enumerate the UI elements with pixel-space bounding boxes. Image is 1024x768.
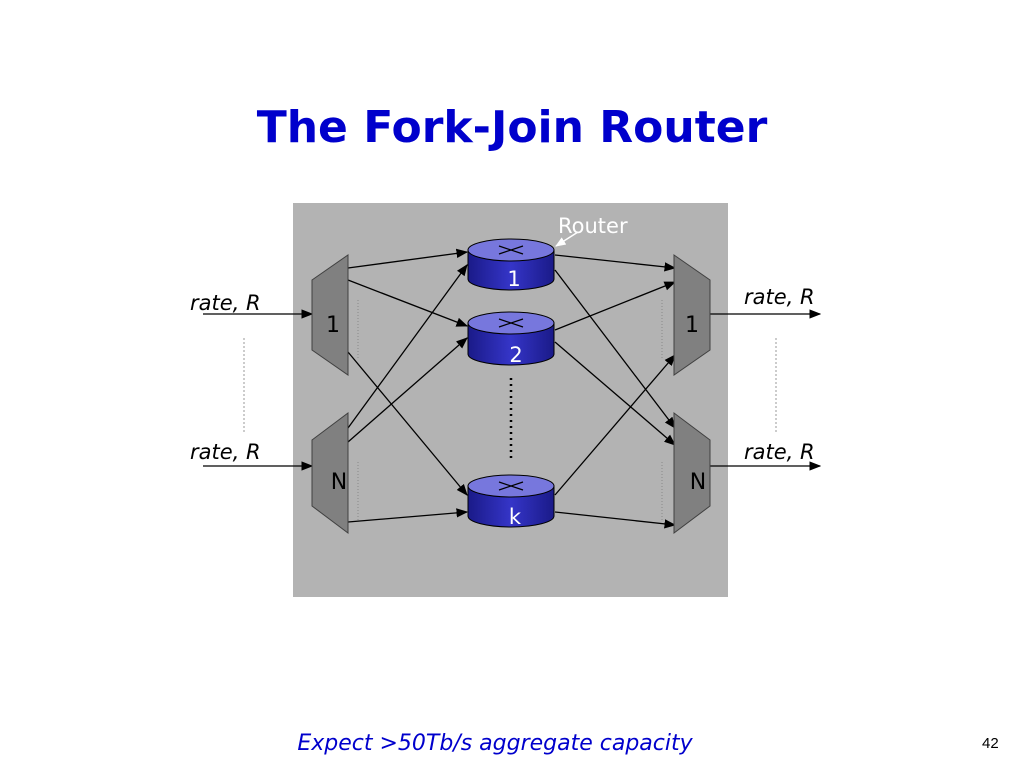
mux-1-label: 1 [685, 313, 699, 338]
router-k: k [467, 474, 555, 529]
output-n-rate-label: rate, R [744, 440, 815, 464]
router-2-label: 2 [509, 343, 522, 367]
input-n-rate-label: rate, R [190, 440, 261, 464]
router-callout-label: Router [558, 214, 628, 238]
router-1-label: 1 [507, 267, 520, 291]
page-number: 42 [982, 735, 999, 752]
router-2: 2 [467, 311, 555, 367]
router-symbol-icon [498, 318, 524, 328]
demux-n-label: N [331, 470, 347, 495]
footer-caption: Expect >50Tb/s aggregate capacity [297, 731, 693, 756]
output-1-rate-label: rate, R [744, 285, 815, 309]
input-1-rate-label: rate, R [190, 291, 261, 315]
mux-n [673, 412, 711, 534]
demux-n [311, 412, 349, 534]
router-1: 1 [467, 238, 555, 291]
demux-1 [311, 254, 349, 376]
demux-1-label: 1 [326, 313, 340, 338]
router-k-label: k [509, 505, 522, 529]
slide-title: The Fork-Join Router [256, 102, 768, 153]
router-symbol-icon [498, 481, 524, 491]
mux-1 [673, 254, 711, 376]
router-symbol-icon [498, 245, 524, 255]
mux-n-label: N [690, 470, 706, 495]
router-callout-arrow [555, 231, 579, 247]
fork-join-links [203, 248, 822, 529]
